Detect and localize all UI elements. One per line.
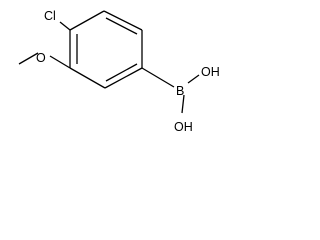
benzene-ring bbox=[69, 10, 143, 89]
chlorine-label: Cl bbox=[44, 9, 56, 23]
molecule-drawing: Cl O B OH OH bbox=[18, 9, 220, 134]
ring-bond-top-inner bbox=[105, 17, 138, 35]
ring-bond-bottom bbox=[69, 67, 106, 89]
bond-boron-oh-bottom bbox=[181, 94, 185, 114]
bond-ring-chlorine bbox=[59, 21, 71, 31]
oxygen-label: O bbox=[36, 51, 46, 65]
bond-ring-oxygen bbox=[49, 55, 71, 69]
hydroxyl-top-label: OH bbox=[201, 65, 220, 79]
boron-label: B bbox=[176, 84, 184, 98]
ring-bond-top bbox=[103, 10, 143, 31]
bond-oxygen-methyl bbox=[18, 52, 39, 65]
hydroxyl-bottom-label: OH bbox=[174, 120, 193, 134]
structure-diagram: Cl O B OH OH bbox=[0, 0, 230, 138]
ring-bond-upper-left bbox=[69, 10, 105, 31]
ring-bond-lower-right-inner bbox=[105, 63, 138, 82]
ring-bond-lower-right bbox=[104, 67, 143, 89]
bond-ring-boron bbox=[141, 67, 175, 88]
bond-boron-oh-top bbox=[187, 74, 200, 84]
